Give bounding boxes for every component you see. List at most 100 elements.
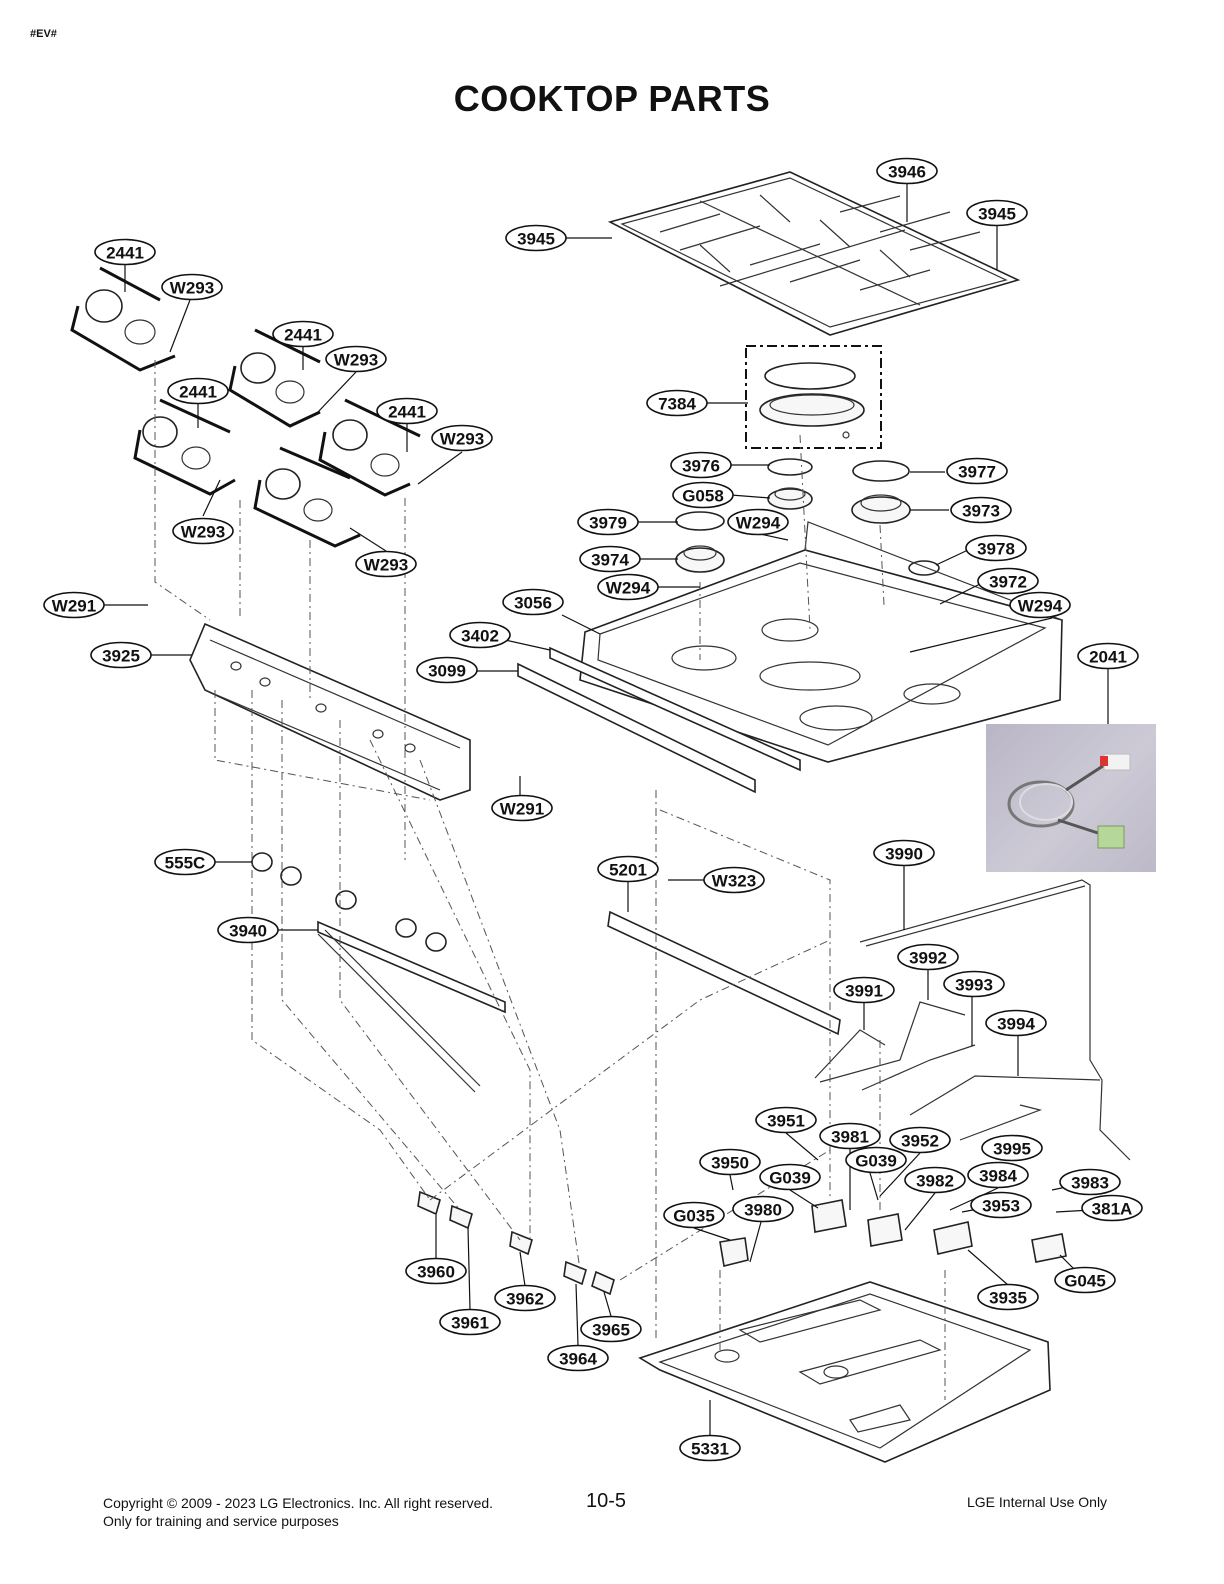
callout-5331: 5331 [679,1434,741,1462]
callout-oval [755,1106,817,1134]
callout-oval [967,1161,1029,1189]
oval-burner-kit [745,345,882,449]
callout-g058: G058 [672,481,734,509]
callout-3964: 3964 [547,1344,609,1372]
callout-3984: 3984 [967,1161,1029,1189]
callout-oval [439,1308,501,1336]
callout-text: 2441 [388,403,426,422]
callout-oval [950,496,1012,524]
callout-oval [819,1122,881,1150]
callout-oval [703,866,765,894]
ignition-switch-harness [317,920,506,1093]
callout-3951: 3951 [755,1106,817,1134]
burner-caps [675,458,940,576]
callout-text: 3056 [514,594,552,613]
callout-text: 3950 [711,1154,749,1173]
callout-text: G039 [855,1152,897,1171]
callout-oval [977,1283,1039,1311]
callout-text: 3978 [977,540,1015,559]
callout-oval [897,943,959,971]
callout-text: W293 [364,556,408,575]
callout-oval [94,238,156,266]
control-panel [189,622,471,801]
callout-text: 2441 [179,383,217,402]
callout-text: W291 [52,597,96,616]
callout-text: 2441 [106,244,144,263]
callout-3990: 3990 [873,839,935,867]
callout-oval [376,397,438,425]
callout-text: W293 [170,279,214,298]
burner-heads [675,487,940,621]
callout-5201: 5201 [597,855,659,883]
burner-valves [417,1190,615,1296]
front-rails [517,646,801,794]
callout-3977: 3977 [946,457,1008,485]
callout-w323: W323 [703,866,765,894]
callout-text: G035 [673,1207,715,1226]
callout-2441: 2441 [94,238,156,266]
callout-oval [1059,1168,1121,1196]
callout-oval [759,1163,821,1191]
callout-oval [1054,1266,1116,1294]
callout-text: 3961 [451,1314,489,1333]
assembly-guide-lines [154,360,946,1400]
callout-text: 3976 [682,457,720,476]
callout-w294: W294 [597,573,659,601]
callout-w293: W293 [172,517,234,545]
callout-3935: 3935 [977,1283,1039,1311]
callout-oval [494,1284,556,1312]
callout-oval [577,508,639,536]
callout-oval [449,621,511,649]
callout-text: 3951 [767,1112,805,1131]
wire-harness-photo [1007,753,1131,849]
callout-oval [965,534,1027,562]
callout-3099: 3099 [416,656,478,684]
callout-oval [889,1126,951,1154]
part-photo-2041 [986,724,1156,872]
callout-3960: 3960 [405,1257,467,1285]
callout-text: 3981 [831,1128,869,1147]
callout-oval [597,855,659,883]
callout-381a: 381A [1081,1194,1143,1222]
callout-oval [981,1134,1043,1162]
callout-text: W294 [606,579,651,598]
callout-text: W293 [440,430,484,449]
callout-text: 3995 [993,1140,1031,1159]
callout-3978: 3978 [965,534,1027,562]
callout-3979: 3979 [577,508,639,536]
callout-oval [579,545,641,573]
callout-3980: 3980 [732,1195,794,1223]
callout-text: 3935 [989,1289,1027,1308]
burner-bases [719,1199,1067,1267]
callout-g035: G035 [663,1201,725,1229]
callout-oval [646,389,708,417]
callout-oval [904,1166,966,1194]
callout-oval [1009,591,1071,619]
callout-text: 5331 [691,1440,729,1459]
callout-oval [172,517,234,545]
callout-w291: W291 [43,591,105,619]
callout-text: 3940 [229,922,267,941]
callout-3946: 3946 [876,157,938,185]
callout-2441: 2441 [376,397,438,425]
callout-oval [977,567,1039,595]
callout-oval [405,1257,467,1285]
callout-text: W293 [181,523,225,542]
callout-text: 3994 [997,1015,1035,1034]
callout-oval [491,794,553,822]
callout-text: 3974 [591,551,629,570]
callout-3974: 3974 [579,545,641,573]
callout-3945: 3945 [505,224,567,252]
callout-2041: 2041 [1077,642,1139,670]
callout-oval [154,848,216,876]
callout-text: 3953 [982,1197,1020,1216]
callout-oval [43,591,105,619]
callout-text: 3402 [461,627,499,646]
callout-text: 3984 [979,1167,1017,1186]
callout-text: 3991 [845,982,883,1001]
callout-text: 3980 [744,1201,782,1220]
callout-3981: 3981 [819,1122,881,1150]
callout-labels: 3946394539452441W2932441W29324412441W293… [43,157,1143,1462]
callout-text: W291 [500,800,544,819]
callout-text: 3945 [978,205,1016,224]
